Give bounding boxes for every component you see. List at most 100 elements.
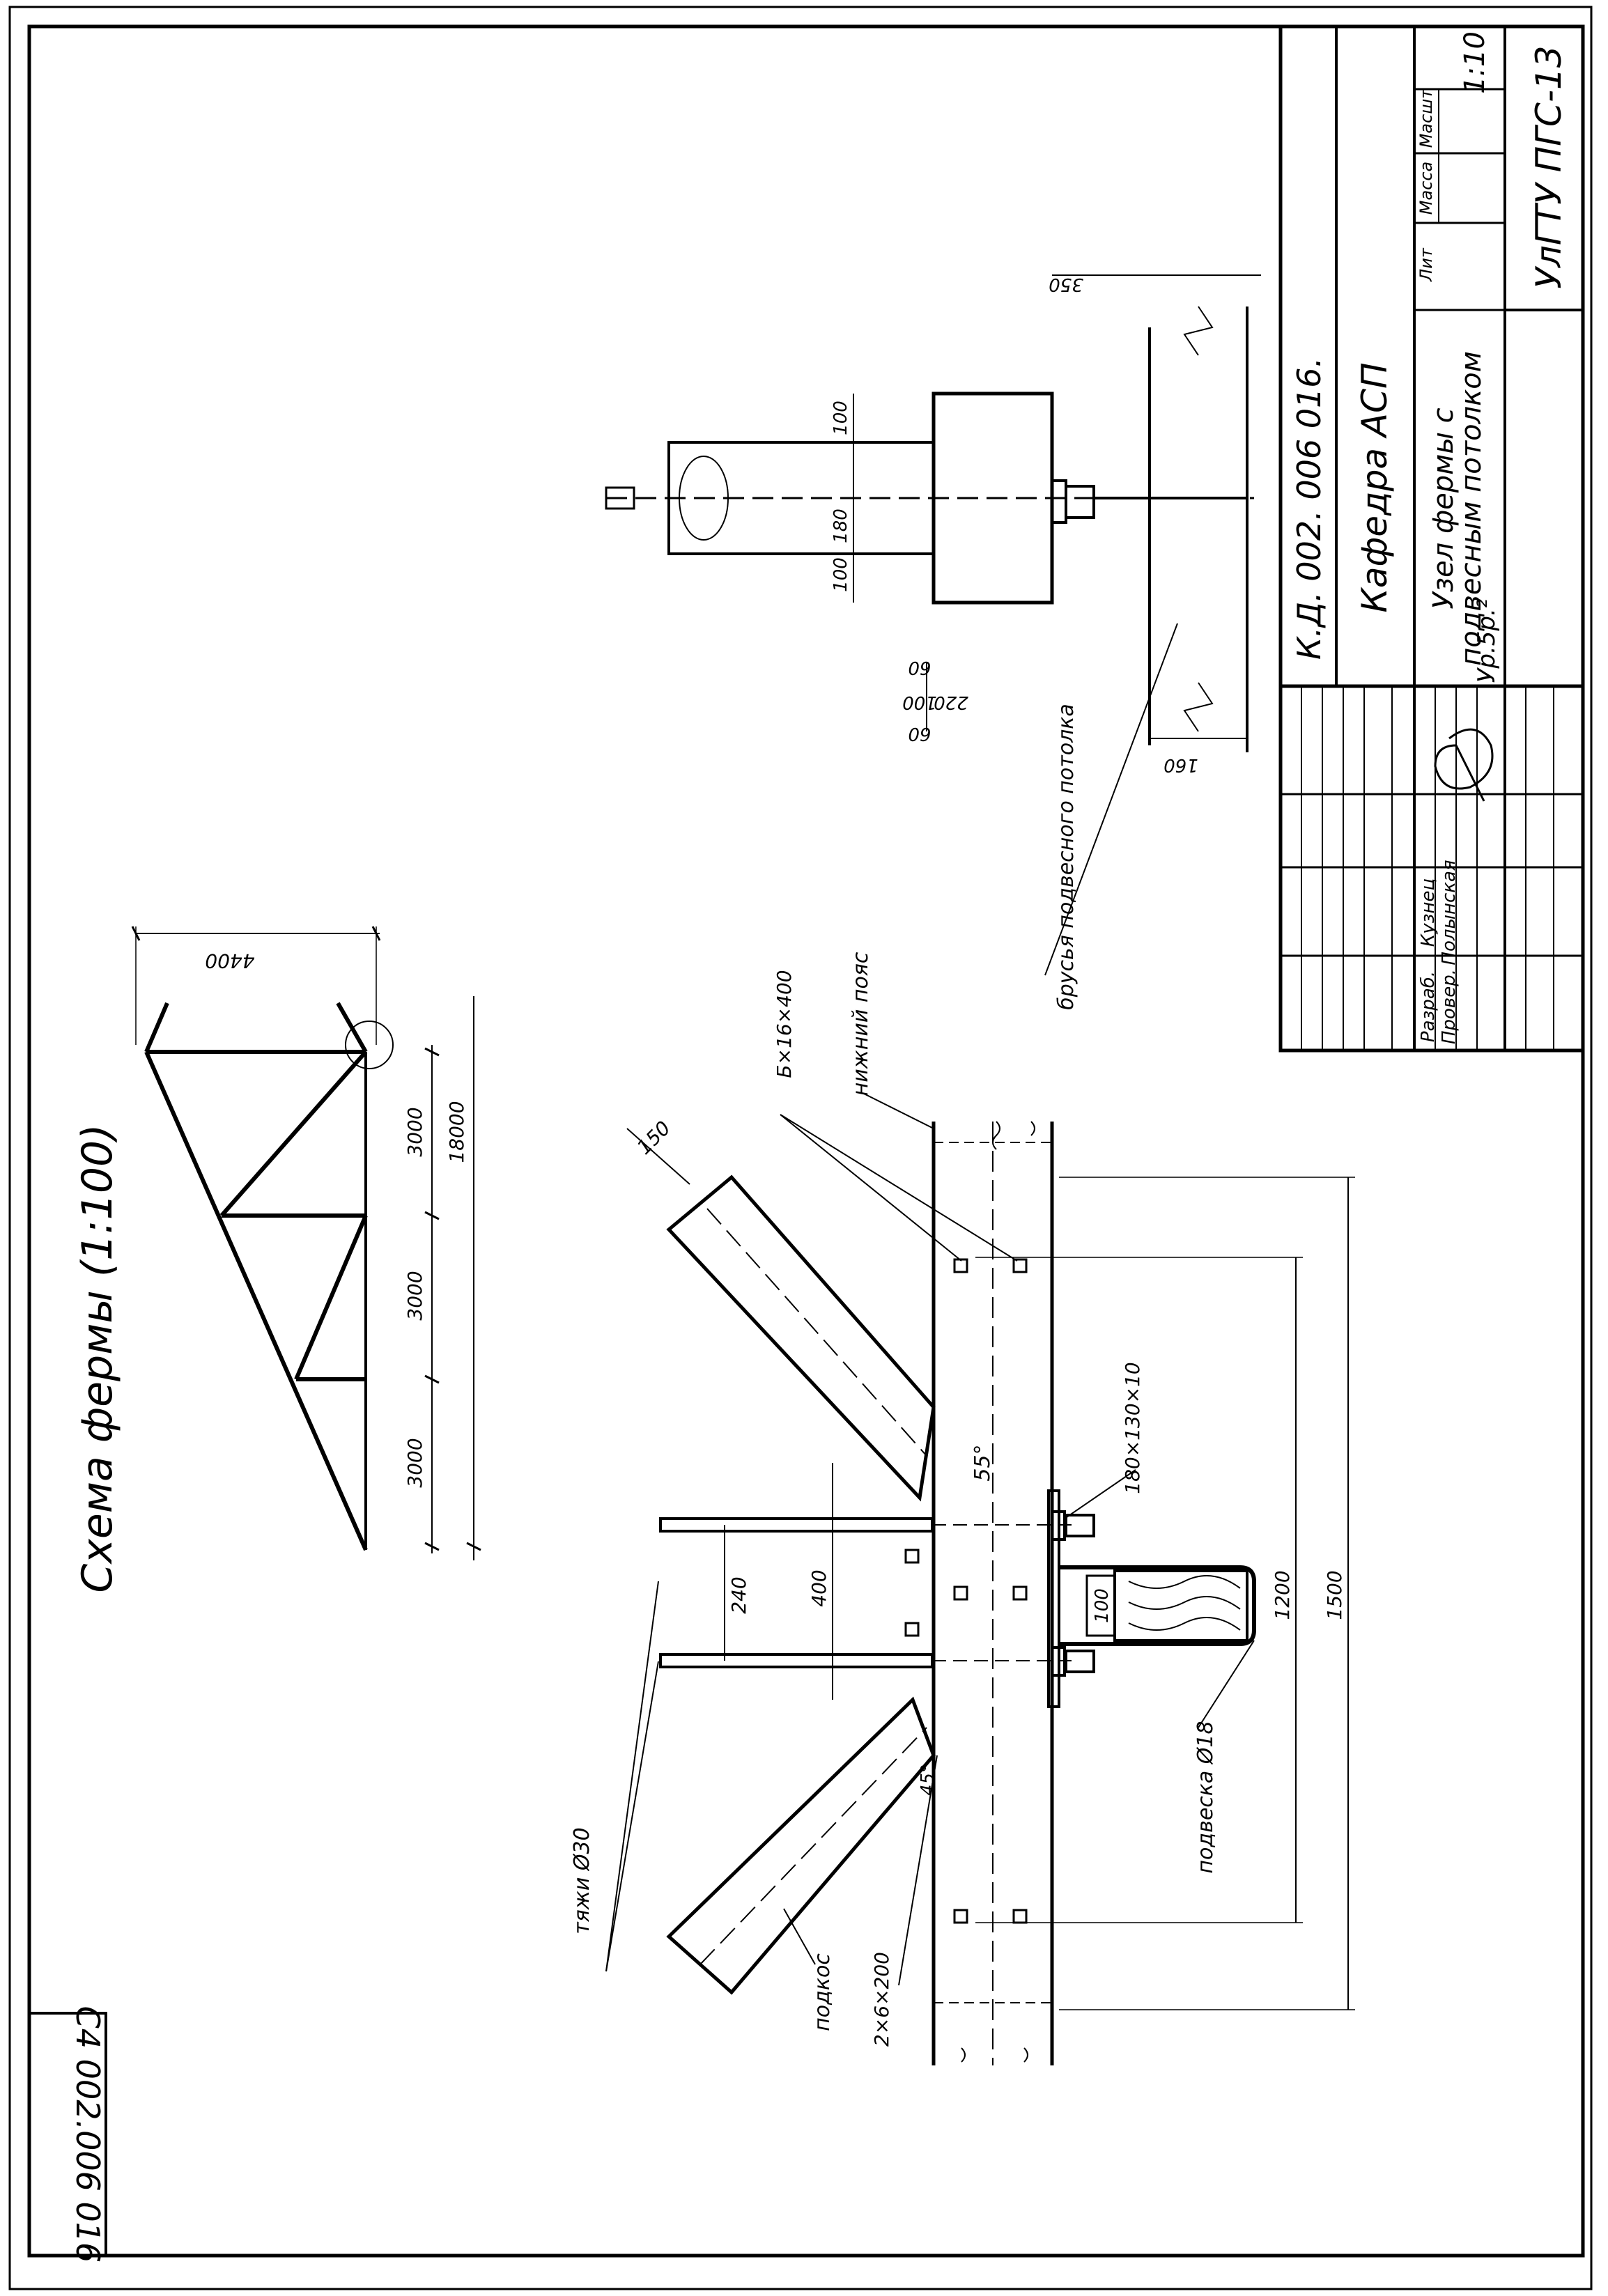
svg-text:тяжи Ø30: тяжи Ø30 (570, 1827, 594, 1934)
truss-dim-3: 3000 (403, 1438, 426, 1487)
svg-text:УлГТУ ПГС-13: УлГТУ ПГС-13 (1529, 45, 1569, 288)
role-2: Провер. (1439, 969, 1460, 1044)
sv-dim-1: 100 (830, 401, 851, 435)
truss-scheme-title: Схема фермы (1:100) (73, 1124, 122, 1592)
svg-text:60: 60 (908, 657, 931, 678)
svg-text:Схема фермы (1:100): Схема фермы (1:100) (73, 1124, 122, 1592)
svg-text:Лит: Лит (1416, 247, 1436, 282)
sv-dim-6: 60 (908, 723, 931, 744)
signature-mark (1434, 728, 1494, 802)
svg-text:1:10: 1:10 (1459, 31, 1491, 94)
svg-text:Кузнец: Кузнец (1418, 878, 1439, 947)
drawing-title: Узел фермы с подвесным потолком (1428, 351, 1487, 666)
label-angle-bottom: 45° (918, 1764, 938, 1796)
sv-dim-7: 220 (934, 692, 968, 713)
sv-dim-2: 180 (830, 509, 851, 543)
node-detail (605, 1093, 1355, 2065)
svg-text:Разраб.: Разраб. (1418, 971, 1439, 1042)
svg-text:Масса: Масса (1416, 162, 1436, 215)
truss-dim-span: 18000 (445, 1101, 468, 1163)
label-rods: тяжи Ø30 (570, 1827, 594, 1934)
section-view (605, 274, 1261, 976)
doc-code-text: К.Д. 002. 006 016. (1290, 357, 1328, 660)
svg-text:2×6×200: 2×6×200 (870, 1952, 893, 2047)
mass-header: Масса (1416, 162, 1436, 215)
label-brace-width: 150 (633, 1117, 675, 1159)
doc-code: К.Д. 002. 006 016. (1290, 357, 1328, 660)
organization: УлГТУ ПГС-13 (1529, 45, 1569, 288)
svg-text:350: 350 (1049, 274, 1083, 295)
svg-text:1200: 1200 (1271, 1570, 1294, 1620)
sv-dim-5: 100 (902, 692, 937, 713)
drawing-title-line2: подвесным потолком (1455, 351, 1487, 666)
svg-text:подкос: подкос (810, 1953, 835, 2031)
sv-dim-8: 350 (1049, 274, 1083, 295)
svg-text:60: 60 (908, 723, 931, 744)
dim-1500: 1500 (1323, 1570, 1346, 1620)
svg-text:18000: 18000 (445, 1101, 468, 1163)
svg-text:160: 160 (1164, 754, 1198, 775)
svg-text:Ур.5р.²: Ур.5р.² (1473, 598, 1501, 683)
corner-stamp-box (28, 2012, 107, 2257)
svg-text:180: 180 (830, 509, 851, 543)
truss-dim-2: 3000 (403, 1271, 426, 1320)
svg-text:45°: 45° (918, 1764, 938, 1796)
department-text: Кафедра АСП (1354, 362, 1395, 612)
svg-text:Б×16×400: Б×16×400 (773, 970, 796, 1078)
dim-240: 240 (727, 1576, 750, 1613)
label-lower-chord: нижний пояс (849, 952, 873, 1096)
dim-100: 100 (1092, 1588, 1113, 1623)
label-plate: Б×16×400 (773, 970, 796, 1078)
sv-dim-4: 60 (908, 657, 931, 678)
svg-text:100: 100 (1092, 1588, 1113, 1623)
svg-text:240: 240 (727, 1576, 750, 1613)
svg-text:100: 100 (902, 692, 937, 713)
svg-text:100: 100 (830, 557, 851, 592)
svg-text:С4 002.006 016: С4 002.006 016 (69, 2006, 107, 2263)
role-1: Разраб. (1418, 971, 1439, 1042)
svg-text:1500: 1500 (1323, 1570, 1346, 1620)
misc-text: Ур.5р.² (1473, 598, 1501, 683)
title-block (1278, 24, 1585, 1053)
label-ceiling-beams: брусья подвесного потолка (1054, 704, 1079, 1010)
svg-text:Полынская: Полынская (1439, 860, 1460, 965)
svg-text:3000: 3000 (403, 1271, 426, 1320)
scale-value: 1:10 (1459, 31, 1491, 94)
truss-scheme (131, 926, 481, 1560)
department: Кафедра АСП (1354, 362, 1395, 612)
svg-text:55°: 55° (971, 1444, 995, 1481)
svg-text:брусья подвесного потолка: брусья подвесного потолка (1054, 704, 1079, 1010)
svg-text:3000: 3000 (403, 1438, 426, 1487)
svg-text:3000: 3000 (403, 1107, 426, 1156)
label-angle-top: 55° (971, 1444, 995, 1481)
svg-text:220: 220 (934, 692, 968, 713)
name-1: Кузнец (1418, 878, 1439, 947)
svg-text:4400: 4400 (205, 949, 254, 972)
corner-stamp: С4 002.006 016 (69, 2006, 107, 2263)
svg-text:150: 150 (633, 1117, 675, 1159)
name-2: Полынская (1439, 860, 1460, 965)
dim-400: 400 (807, 1569, 830, 1606)
inner-frame (27, 24, 1585, 2258)
label-hanger: подвеска Ø18 (1193, 1721, 1218, 1873)
outer-frame (8, 6, 1593, 2290)
svg-text:нижний пояс: нижний пояс (849, 952, 873, 1096)
svg-text:подвеска Ø18: подвеска Ø18 (1193, 1721, 1218, 1873)
svg-text:Масшт: Масшт (1416, 88, 1436, 148)
drawing-title-line1: Узел фермы с (1428, 408, 1460, 609)
svg-text:Провер.: Провер. (1439, 969, 1460, 1044)
label-brace: подкос (810, 1953, 835, 2031)
dim-1200: 1200 (1271, 1570, 1294, 1620)
sv-dim-9: 160 (1164, 754, 1198, 775)
stage-header: Лит (1416, 247, 1436, 282)
truss-dim-height: 4400 (205, 949, 254, 972)
svg-text:400: 400 (807, 1569, 830, 1606)
scale-header: Масшт (1416, 88, 1436, 148)
label-brace-section: 2×6×200 (870, 1952, 893, 2047)
sv-dim-3: 100 (830, 557, 851, 592)
truss-dim-1: 3000 (403, 1107, 426, 1156)
label-washer: 180×130×10 (1121, 1362, 1144, 1494)
svg-text:100: 100 (830, 401, 851, 435)
svg-text:180×130×10: 180×130×10 (1121, 1362, 1144, 1494)
